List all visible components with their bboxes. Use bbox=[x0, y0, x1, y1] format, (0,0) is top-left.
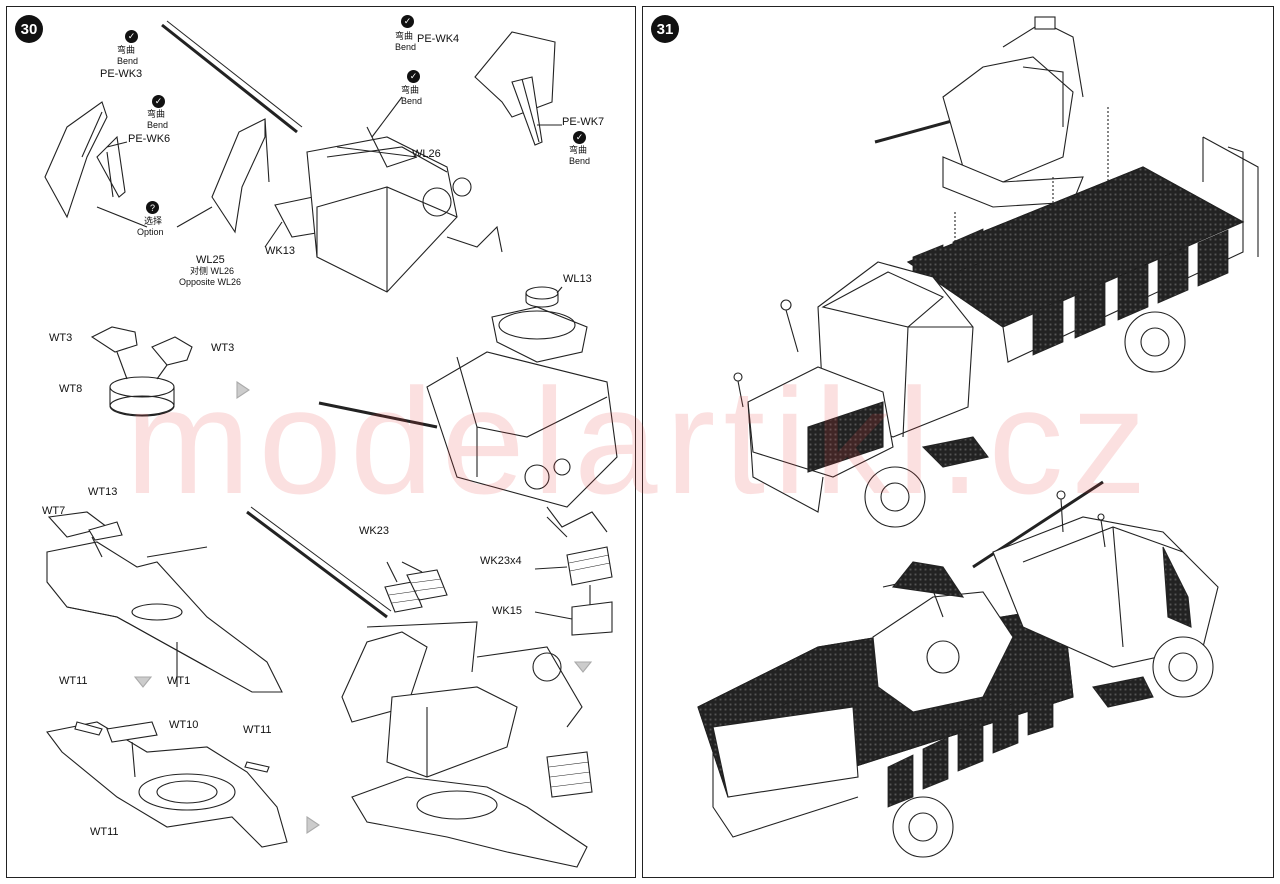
wt13-label: WT13 bbox=[88, 486, 118, 498]
bend-cn-label: 弯曲 bbox=[147, 109, 166, 119]
wt8-label: WT8 bbox=[59, 383, 83, 395]
step-31-panel: 31 bbox=[642, 6, 1274, 878]
bend-cn-label: 弯曲 bbox=[401, 85, 420, 95]
wl26-label: WL26 bbox=[412, 148, 441, 160]
wk13-label: WK13 bbox=[265, 245, 295, 257]
wt11-label: WT11 bbox=[90, 826, 119, 838]
bend-label: Bend bbox=[395, 42, 417, 52]
wl25-label: WL25 bbox=[196, 254, 225, 266]
bend-label: Bend bbox=[401, 96, 423, 106]
bend-cn-label: 弯曲 bbox=[395, 31, 414, 41]
wk15-label: WK15 bbox=[492, 605, 522, 617]
option-cn-label: 选择 bbox=[144, 216, 163, 226]
option-label: Option bbox=[137, 227, 164, 237]
opposite-wl26-label: Opposite WL26 bbox=[179, 277, 242, 287]
step-number-31: 31 bbox=[651, 15, 679, 43]
bend-label: Bend bbox=[117, 56, 139, 66]
pe-wk4-label: PE-WK4 bbox=[417, 33, 460, 45]
check-icon: ✓ bbox=[401, 15, 414, 28]
step-31-drawing bbox=[697, 16, 1259, 858]
bend-label: Bend bbox=[147, 120, 169, 130]
opposite-cn-label: 对侧 WL26 bbox=[190, 266, 235, 276]
wl13-label: WL13 bbox=[563, 273, 592, 285]
bend-cn-label: 弯曲 bbox=[117, 45, 136, 55]
wt10-label: WT10 bbox=[169, 719, 199, 731]
wt11-label: WT11 bbox=[59, 675, 88, 687]
pe-wk3-label: PE-WK3 bbox=[100, 68, 143, 80]
question-icon: ? bbox=[146, 201, 159, 214]
check-icon: ✓ bbox=[125, 30, 138, 43]
step-number-30: 30 bbox=[15, 15, 43, 43]
wt3-label: WT3 bbox=[211, 342, 235, 354]
check-icon: ✓ bbox=[407, 70, 420, 83]
bend-cn-label: 弯曲 bbox=[569, 145, 588, 155]
check-icon: ✓ bbox=[573, 131, 586, 144]
wk23-label: WK23 bbox=[359, 525, 389, 537]
check-icon: ✓ bbox=[152, 95, 165, 108]
wt3-label: WT3 bbox=[49, 332, 73, 344]
pe-wk6-label: PE-WK6 bbox=[128, 133, 171, 145]
bend-label: Bend bbox=[569, 156, 591, 166]
wt1-label: WT1 bbox=[167, 675, 191, 687]
step-30-drawing bbox=[44, 20, 618, 868]
wt11-label: WT11 bbox=[243, 724, 272, 736]
wk23x4-label: WK23x4 bbox=[480, 555, 522, 567]
step-30-panel: 30 bbox=[6, 6, 636, 878]
wt7-label: WT7 bbox=[42, 505, 66, 517]
pe-wk7-label: PE-WK7 bbox=[562, 116, 605, 128]
